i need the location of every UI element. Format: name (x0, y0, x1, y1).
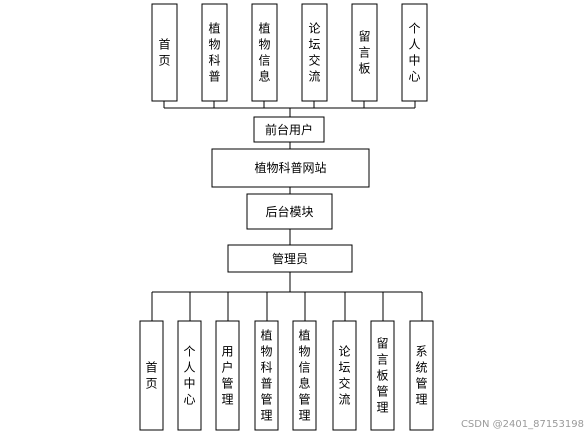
bottom-module-box: 个人中心 (177, 320, 202, 431)
bottom-module-label: 植物科普管理 (260, 328, 272, 423)
top-module-label: 个人中心 (408, 22, 420, 84)
bottom-module-box: 用户管理 (215, 320, 240, 431)
label-char: 理 (415, 393, 427, 407)
bottom-module-label: 首页 (145, 361, 157, 391)
label-char: 页 (158, 54, 170, 68)
top-module-box: 植物科普 (201, 3, 228, 102)
bottom-module-label: 论坛交流 (338, 345, 350, 407)
bottom-module-box: 系统管理 (409, 320, 434, 431)
bottom-module-box: 留言板管理 (370, 320, 395, 431)
label-char: 言 (358, 46, 370, 60)
bottom-module-label: 留言板管理 (376, 337, 388, 415)
label-char: 板 (376, 369, 388, 383)
label-char: 板 (358, 62, 370, 76)
bottom-module-box: 植物科普管理 (254, 320, 279, 431)
top-module-label: 植物信息 (258, 21, 270, 84)
label-char: 留 (376, 337, 388, 351)
label-char: 信 (258, 54, 270, 68)
label-char: 交 (338, 376, 350, 391)
label-char: 物 (208, 38, 220, 52)
label-char: 坛 (338, 361, 350, 375)
label-char: 论 (308, 22, 320, 36)
label-char: 心 (408, 70, 420, 84)
label-char: 中 (183, 376, 195, 391)
label-char: 物 (260, 345, 272, 359)
label-char: 科 (260, 361, 272, 375)
top-module-label: 植物科普 (208, 21, 220, 84)
front-user-box: 前台用户 (253, 116, 325, 143)
label-char: 论 (338, 345, 350, 359)
label-char: 物 (298, 345, 310, 359)
front-user-label: 前台用户 (265, 122, 313, 137)
site-label: 植物科普网站 (254, 160, 326, 175)
label-char: 个 (408, 22, 420, 36)
label-char: 植 (260, 328, 272, 343)
label-char: 理 (376, 401, 388, 415)
top-module-box: 个人中心 (401, 3, 428, 102)
label-char: 坛 (308, 38, 320, 52)
backend-label: 后台模块 (265, 204, 313, 219)
label-char: 植 (208, 21, 220, 36)
label-char: 理 (221, 393, 233, 407)
bottom-module-label: 个人中心 (183, 345, 195, 407)
label-char: 普 (260, 377, 272, 391)
label-char: 系 (415, 345, 427, 359)
label-char: 管 (415, 376, 427, 391)
label-char: 物 (258, 38, 270, 52)
bottom-modules: 首页 个人中心 用户管理 植物科普管理 植物信息管理 论坛交流 留言板管理 系 (139, 320, 434, 431)
top-modules: 首页 植物科普 植物信息 论坛交流 留言板 个人中心 (151, 3, 428, 102)
label-char: 管 (221, 376, 233, 391)
label-char: 交 (308, 53, 320, 68)
admin-box: 管理员 (227, 244, 353, 273)
bottom-module-box: 植物信息管理 (292, 320, 317, 431)
label-char: 首 (145, 361, 157, 375)
label-char: 中 (408, 53, 420, 68)
label-char: 管 (298, 392, 310, 407)
label-char: 流 (338, 393, 350, 407)
label-char: 管 (376, 384, 388, 399)
label-char: 言 (376, 353, 388, 367)
label-char: 信 (298, 361, 310, 375)
label-char: 科 (208, 54, 220, 68)
top-module-label: 首页 (158, 38, 170, 68)
watermark: CSDN @2401_87153198 (460, 419, 584, 430)
label-char: 统 (415, 361, 427, 375)
backend-box: 后台模块 (246, 193, 333, 230)
label-char: 管 (260, 392, 272, 407)
bottom-connectors (151, 291, 423, 321)
label-char: 植 (258, 21, 270, 36)
label-char: 留 (358, 30, 370, 44)
label-char: 理 (260, 409, 272, 423)
top-connectors (163, 101, 416, 117)
label-char: 个 (183, 345, 195, 359)
top-module-box: 首页 (151, 3, 178, 102)
label-char: 流 (308, 70, 320, 84)
top-module-label: 论坛交流 (308, 22, 320, 84)
top-module-box: 植物信息 (251, 3, 278, 102)
site-box: 植物科普网站 (211, 148, 370, 188)
label-char: 息 (258, 69, 270, 84)
label-char: 息 (298, 376, 310, 391)
label-char: 植 (298, 328, 310, 343)
bottom-module-label: 用户管理 (221, 345, 233, 407)
label-char: 页 (145, 377, 157, 391)
label-char: 首 (158, 38, 170, 52)
label-char: 普 (208, 70, 220, 84)
admin-label: 管理员 (272, 251, 308, 266)
label-char: 心 (183, 393, 195, 407)
top-module-box: 论坛交流 (301, 3, 328, 102)
label-char: 用 (221, 345, 233, 359)
bottom-module-box: 首页 (139, 320, 164, 431)
label-char: 人 (408, 38, 420, 52)
label-char: 户 (221, 360, 233, 375)
bottom-module-label: 系统管理 (415, 345, 427, 407)
label-char: 理 (298, 409, 310, 423)
bottom-module-box: 论坛交流 (332, 320, 357, 431)
label-char: 人 (183, 361, 195, 375)
top-module-label: 留言板 (358, 30, 370, 76)
top-module-box: 留言板 (351, 3, 378, 102)
bottom-module-label: 植物信息管理 (298, 328, 310, 423)
